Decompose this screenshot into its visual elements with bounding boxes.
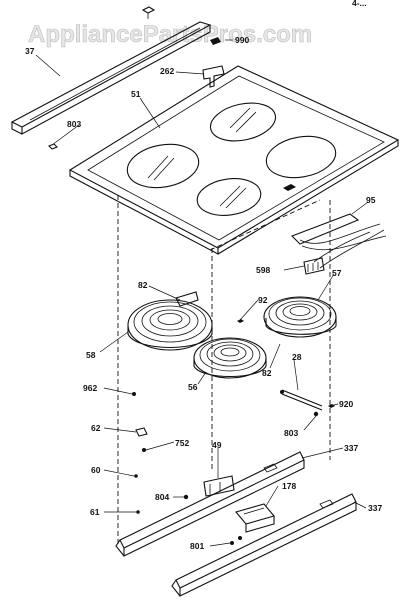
label-51: 51	[131, 89, 141, 99]
label-60: 60	[91, 465, 101, 475]
screw-920	[328, 404, 335, 408]
wiring-harness	[291, 213, 387, 269]
screw-962	[132, 392, 136, 396]
label-95: 95	[366, 195, 376, 205]
surface-element-center	[193, 337, 267, 379]
rear-trim-bar	[10, 21, 212, 135]
label-920: 920	[339, 399, 353, 409]
corner-text: 4-...	[352, 0, 367, 8]
screw-803-left	[48, 143, 58, 150]
cooking-zone-rear-right	[265, 135, 337, 179]
terminal-block	[303, 257, 325, 275]
label-801: 801	[190, 541, 204, 551]
label-337-lower: 337	[368, 503, 382, 513]
support-rod-28	[280, 389, 323, 411]
cooking-zone-front-right	[196, 178, 262, 216]
front-channel-upper	[115, 451, 305, 557]
label-178: 178	[282, 481, 296, 491]
label-58: 58	[86, 350, 96, 360]
surface-element-large-left	[127, 291, 213, 351]
watermark-text: AppliancePartsPros.com	[28, 21, 312, 48]
surface-element-small-right	[263, 296, 337, 338]
front-channel-lower	[171, 493, 357, 597]
bolt-60	[134, 474, 138, 478]
screw-752	[142, 448, 146, 452]
bolt-61	[136, 510, 140, 514]
screws-801	[230, 536, 242, 545]
label-598: 598	[256, 265, 270, 275]
label-82-right: 82	[262, 368, 272, 378]
label-92: 92	[258, 295, 268, 305]
clip-990	[210, 37, 221, 45]
label-62: 62	[91, 423, 101, 433]
glass-cooktop	[68, 65, 400, 255]
label-752: 752	[175, 438, 189, 448]
screw-92	[237, 319, 244, 323]
label-804: 804	[155, 492, 169, 502]
label-803-right: 803	[284, 428, 298, 438]
leader-lines	[35, 39, 369, 547]
junction-box-178	[235, 503, 275, 533]
label-56: 56	[188, 382, 198, 392]
label-262: 262	[160, 66, 174, 76]
bracket-262	[202, 65, 225, 88]
label-990: 990	[235, 35, 249, 45]
cooking-zone-front-left	[126, 143, 200, 189]
switch-block-49	[203, 475, 235, 497]
label-37: 37	[25, 46, 35, 56]
label-49: 49	[212, 440, 222, 450]
label-57: 57	[332, 268, 342, 278]
cooking-zone-rear-left	[209, 102, 277, 142]
top-screw	[141, 6, 156, 19]
label-962: 962	[83, 383, 97, 393]
label-803-top: 803	[67, 119, 81, 129]
screw-803-right	[313, 411, 319, 417]
label-28: 28	[292, 352, 302, 362]
label-82-left: 82	[138, 280, 148, 290]
part-labels: 37 990 262 51 803 95 598 57 82 92 58 56 …	[25, 35, 382, 551]
clip-62	[135, 427, 148, 437]
label-61: 61	[90, 507, 100, 517]
label-337-upper: 337	[344, 443, 358, 453]
